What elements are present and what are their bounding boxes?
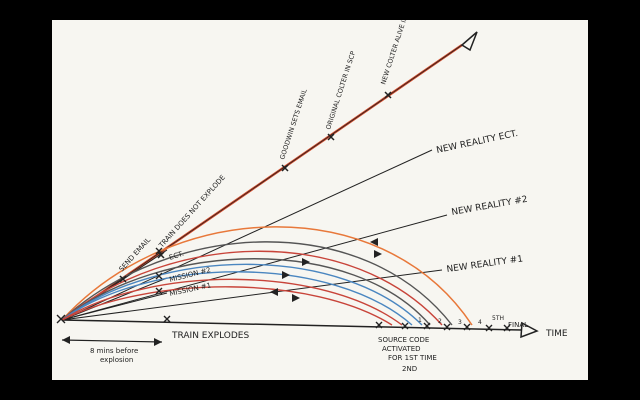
loop-curve-blue-inner (61, 271, 413, 326)
branch-line-1 (61, 269, 443, 321)
timeline-diagram: SEND EMAIL TRAIN DOES NOT EXPLODE GOODWI… (56, 20, 568, 373)
label-activated: ACTIVATED (382, 345, 421, 353)
loop-curve-red-outer (61, 250, 443, 326)
label-new-reality-2: NEW REALITY #2 (451, 195, 529, 218)
paper-sheet: SEND EMAIL TRAIN DOES NOT EXPLODE GOODWI… (52, 20, 588, 380)
tick-label-4: 4 (478, 319, 482, 326)
label-final: FINAL (508, 321, 528, 329)
span-arrow-left (62, 336, 70, 344)
label-8-mins: 8 mins before (90, 347, 138, 355)
label-original-colter: ORIGINAL COLTER IN SCP (324, 50, 357, 131)
curve-direction-arrows (270, 238, 382, 302)
label-explosion: explosion (100, 356, 133, 364)
tick-label-3: 3 (458, 319, 462, 326)
loop-curve-gray-outer (61, 241, 453, 326)
span-line (61, 339, 163, 343)
upper-line-arrow (460, 31, 478, 52)
label-second: 2ND (402, 365, 417, 373)
label-new-reality-ect: NEW REALITY ECT. (436, 129, 519, 156)
span-arrow-right (154, 338, 162, 346)
time-axis-arrow (520, 321, 539, 339)
label-goodwin-sets-email: GOODWIN SETS EMAIL (278, 88, 308, 161)
loop-curve-gray-inner (61, 258, 431, 326)
loop-markers (56, 247, 163, 324)
label-new-reality-1: NEW REALITY #1 (446, 254, 524, 275)
tick-label-5: 5TH (492, 315, 504, 322)
loop-curve-red-mid (61, 278, 403, 326)
tick-label-2: 2 (438, 318, 442, 325)
axis-markers (163, 315, 511, 332)
label-train-explodes: TRAIN EXPLODES (171, 331, 249, 341)
branch-line-mission1 (61, 292, 168, 321)
label-time: TIME (545, 329, 568, 339)
label-mission-1: MISSION #1 (169, 281, 212, 298)
loop-curve-blue-outer (61, 263, 423, 326)
loop-curve-red-inner (61, 286, 393, 326)
branch-line-2 (61, 214, 448, 321)
label-train-does-not-explode: TRAIN DOES NOT EXPLODE (157, 174, 227, 251)
time-axis (61, 319, 523, 331)
label-for-first-time: FOR 1ST TIME (388, 354, 437, 362)
branch-line-mission2 (61, 277, 168, 321)
branch-line-ect (61, 149, 433, 321)
loop-curve-orange (61, 226, 473, 326)
label-source-code: SOURCE CODE (378, 336, 429, 344)
label-new-colter-alive: NEW COLTER ALIVE IN FACILITY (379, 20, 418, 86)
tick-label-1: 1 (418, 317, 422, 324)
label-send-email: SEND EMAIL (118, 236, 153, 273)
upper-event-markers (119, 91, 392, 283)
